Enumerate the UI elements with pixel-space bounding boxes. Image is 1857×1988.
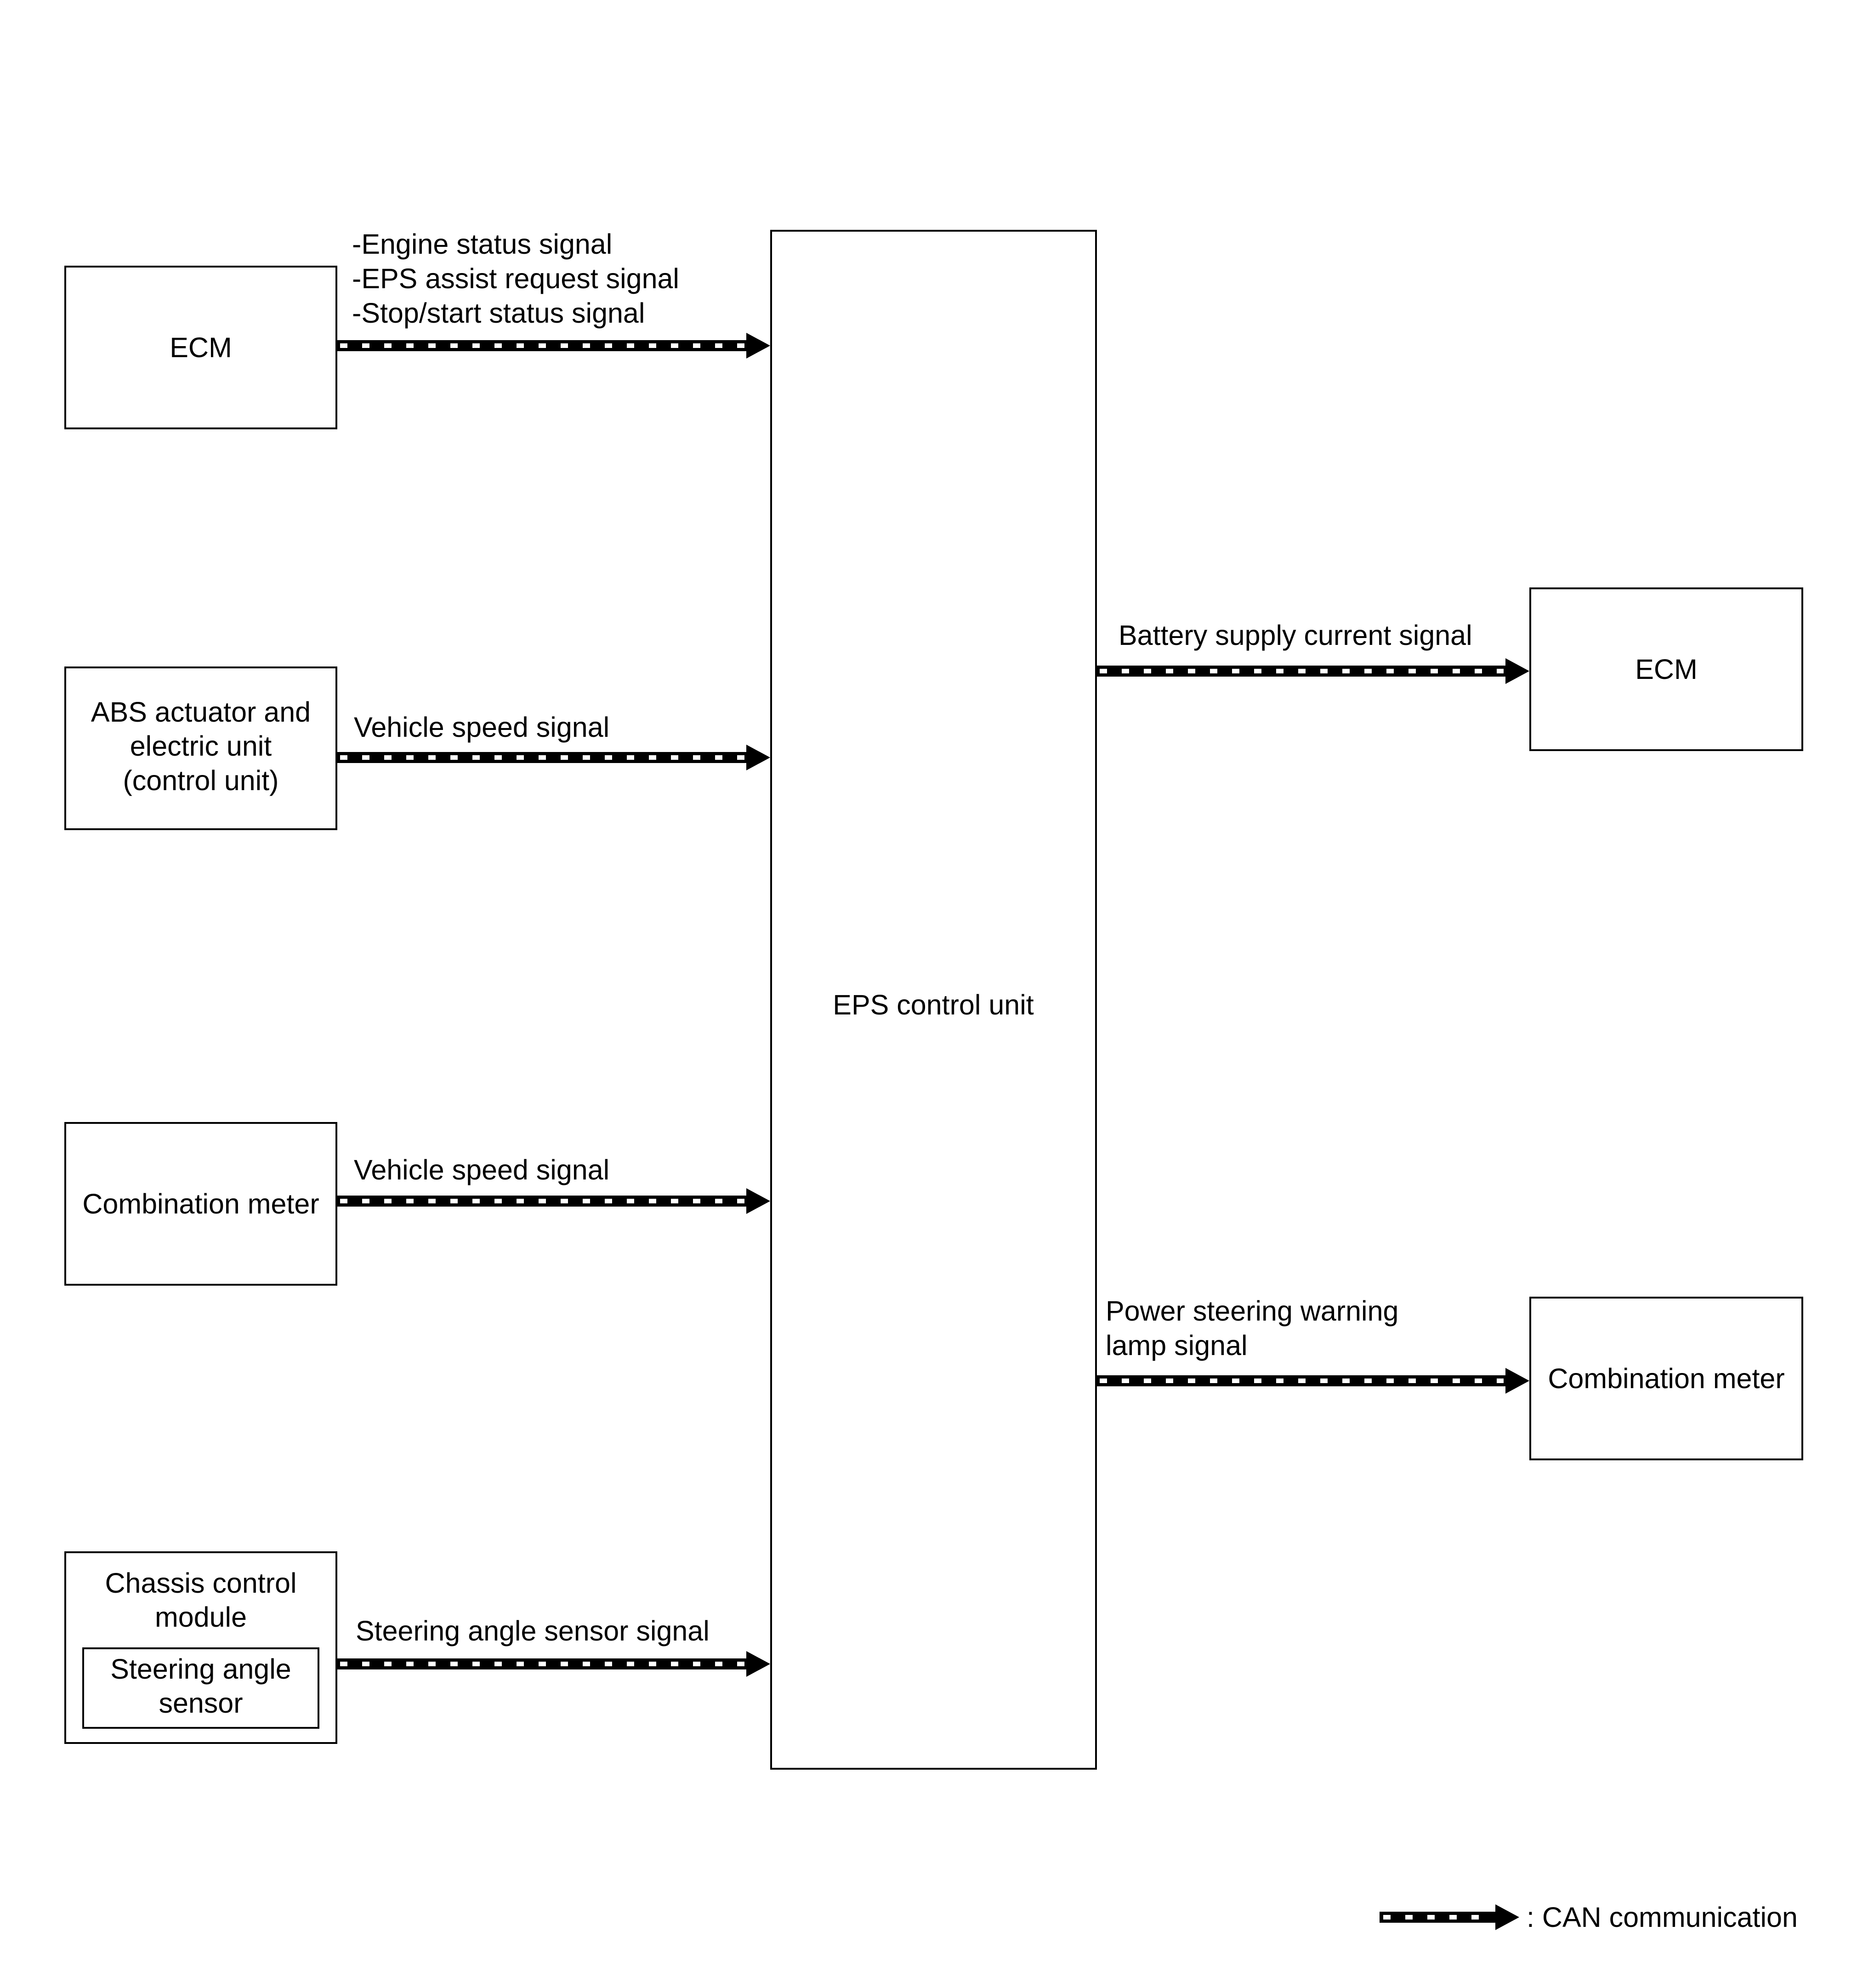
ecm-output-box xyxy=(1529,587,1803,751)
chassis-control-module-node: Chassis control module Steering angle se… xyxy=(64,1551,337,1744)
ecm-signal-engine-status: -Engine status signal xyxy=(352,228,612,260)
combination-meter-input-label: Combination meter xyxy=(82,1188,319,1219)
steering-angle-signal-label: Steering angle sensor signal xyxy=(356,1615,710,1646)
combination-meter-to-eps-arrow xyxy=(336,1188,770,1214)
ecm-signal-eps-assist-request: -EPS assist request signal xyxy=(352,263,679,294)
warning-lamp-signal-label-line-1: Power steering warning xyxy=(1106,1295,1398,1327)
eps-control-unit-node: EPS control unit xyxy=(770,230,1097,1770)
eps-to-ecm-arrow xyxy=(1096,658,1529,684)
abs-input-box xyxy=(64,666,337,830)
warning-lamp-signal-label-line-2: lamp signal xyxy=(1106,1330,1248,1361)
eps-control-unit-box xyxy=(770,230,1097,1770)
can-arrows xyxy=(336,333,1529,1677)
combination-meter-input-box xyxy=(64,1122,337,1286)
chassis-control-module-label-line-2: module xyxy=(155,1601,247,1633)
steering-angle-sensor-box xyxy=(82,1647,319,1729)
legend-arrow-shape xyxy=(1380,1904,1519,1930)
steering-angle-sensor-label-line-1: Steering angle xyxy=(110,1653,291,1685)
combination-meter-output-box xyxy=(1529,1297,1803,1460)
chassis-control-module-label-line-1: Chassis control xyxy=(105,1567,297,1599)
battery-supply-signal-label: Battery supply current signal xyxy=(1119,620,1472,651)
abs-input-node: ABS actuator and electric unit (control … xyxy=(64,666,337,830)
abs-to-eps-arrow xyxy=(336,745,770,770)
combination-meter-output-node: Combination meter xyxy=(1529,1297,1803,1460)
chassis-to-eps-arrow xyxy=(336,1651,770,1677)
ecm-to-eps-arrow xyxy=(336,333,770,359)
abs-signal-label: Vehicle speed signal xyxy=(354,712,609,743)
eps-control-unit-label: EPS control unit xyxy=(833,989,1034,1020)
legend: : CAN communication xyxy=(1380,1902,1798,1933)
ecm-input-box xyxy=(64,266,337,429)
ecm-input-node: ECM xyxy=(64,266,337,429)
legend-can-arrow-icon xyxy=(1380,1904,1519,1930)
combination-meter-input-signal-label: Vehicle speed signal xyxy=(354,1154,609,1185)
steering-angle-sensor-label-line-2: sensor xyxy=(159,1687,243,1719)
abs-input-label-line-2: electric unit xyxy=(130,730,272,762)
abs-input-label-line-1: ABS actuator and xyxy=(91,696,311,728)
abs-input-label-line-3: (control unit) xyxy=(123,765,278,796)
ecm-output-node: ECM xyxy=(1529,587,1803,751)
combination-meter-output-label: Combination meter xyxy=(1548,1363,1784,1394)
eps-to-combination-meter-arrow xyxy=(1096,1368,1529,1394)
legend-label: : CAN communication xyxy=(1527,1902,1798,1933)
ecm-output-label: ECM xyxy=(1635,654,1698,685)
ecm-signal-stop-start-status: -Stop/start status signal xyxy=(352,297,645,329)
ecm-input-label: ECM xyxy=(170,332,232,363)
combination-meter-input-node: Combination meter xyxy=(64,1122,337,1286)
